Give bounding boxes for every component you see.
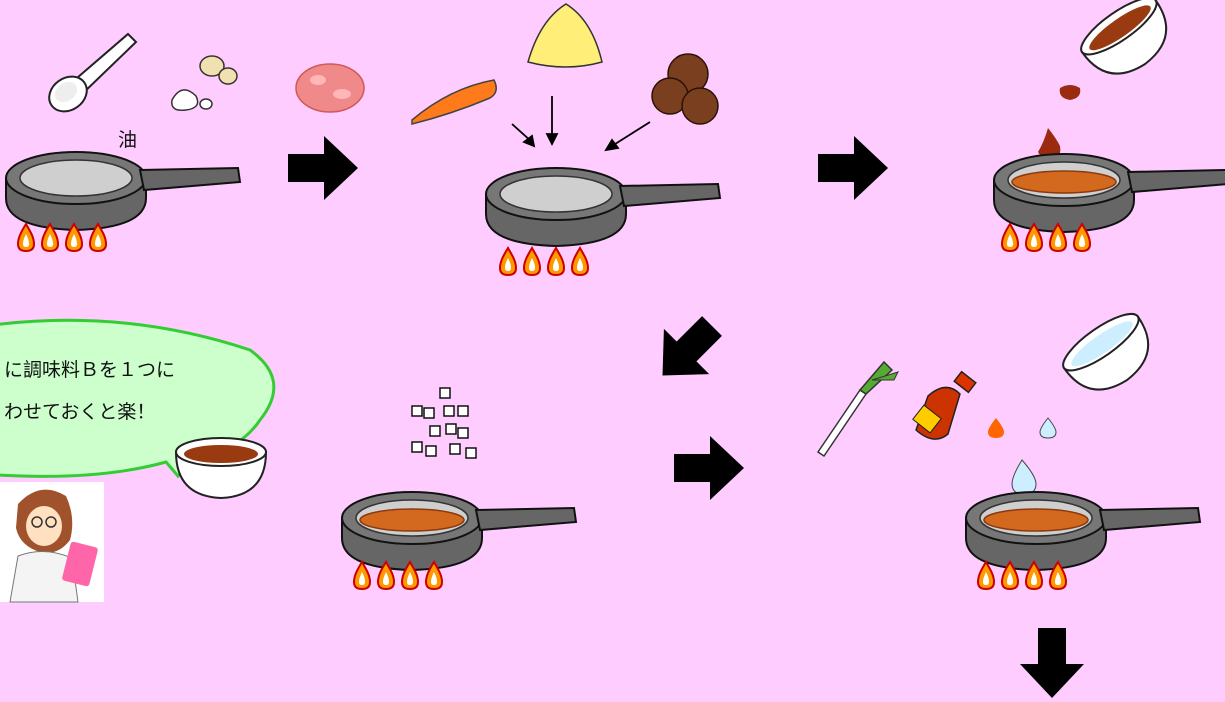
ground-meat-icon <box>296 64 364 112</box>
garlic-icon <box>172 56 237 110</box>
doctor-character-icon <box>0 482 104 602</box>
frying-pan-icon <box>342 492 576 570</box>
step-arrow-icon <box>1020 628 1084 698</box>
step-arrow-icon <box>288 136 358 200</box>
shiitake-mushroom-icon <box>652 54 718 124</box>
frying-pan-icon <box>994 154 1225 232</box>
oil-label: 油 <box>118 129 137 151</box>
measuring-spoon-icon <box>42 34 136 119</box>
minced-onion-icon <box>528 4 602 67</box>
sauce-bowl-icon <box>176 438 266 498</box>
tofu-cubes-icon <box>412 388 476 458</box>
tip-text-line2: わせておくと楽！ <box>4 401 155 423</box>
frying-pan-icon <box>966 492 1200 570</box>
water-bowl-icon <box>1056 305 1164 406</box>
step-arrow-icon <box>818 136 888 200</box>
ingredient-arrows <box>512 96 650 150</box>
carrot-icon <box>412 80 496 124</box>
sauce-drop <box>1038 85 1080 160</box>
sauce-bowl-icon <box>1074 0 1182 90</box>
green-onion-icon <box>818 362 898 456</box>
sesame-oil-bottle-icon <box>913 372 976 439</box>
frying-pan-icon <box>6 152 240 230</box>
step-arrow-icon <box>640 303 735 398</box>
water-drops <box>1012 418 1056 494</box>
oil-drop <box>988 418 1004 438</box>
gas-flame-icon <box>500 248 588 275</box>
frying-pan-icon <box>486 168 720 246</box>
step-arrow-icon <box>674 436 744 500</box>
tip-text-line1: に調味料Ｂを１つに <box>4 359 175 381</box>
